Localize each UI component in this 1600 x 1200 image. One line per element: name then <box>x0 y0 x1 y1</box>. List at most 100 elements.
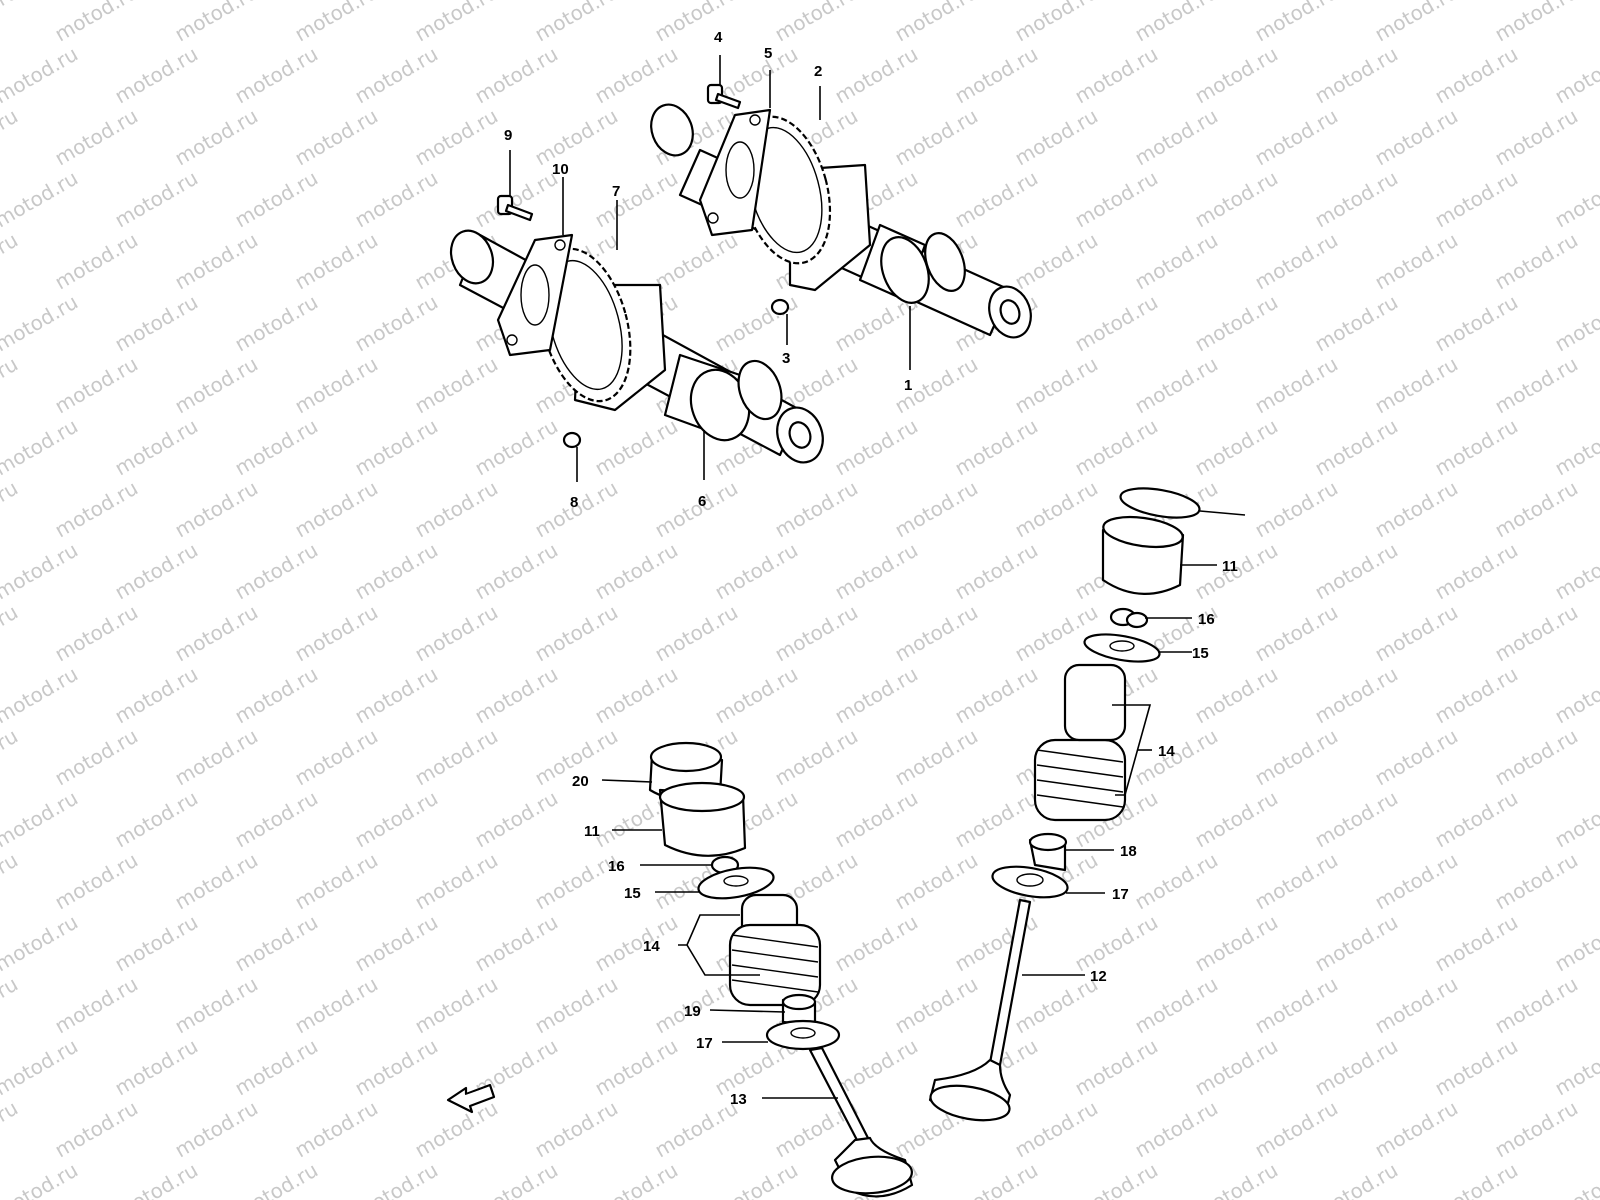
watermark-text: motod.ru <box>171 476 262 543</box>
watermark-text: motod.ru <box>231 42 322 109</box>
watermark-text: motod.ru <box>891 972 982 1039</box>
watermark-text: motod.ru <box>1191 786 1282 853</box>
label-8: 8 <box>570 494 578 511</box>
watermark-text: motod.ru <box>711 290 802 357</box>
watermark-text: motod.ru <box>591 662 682 729</box>
watermark-text: motod.ru <box>471 42 562 109</box>
watermark-text: motod.ru <box>1251 476 1342 543</box>
watermark-text: motod.ru <box>651 0 742 46</box>
watermark-text: motod.ru <box>831 42 922 109</box>
watermark-text: motod.ru <box>231 1034 322 1101</box>
spring-outer-left <box>728 923 822 1007</box>
watermark-text: motod.ru <box>351 910 442 977</box>
label-13: 13 <box>730 1091 747 1108</box>
watermark-text: motod.ru <box>111 662 202 729</box>
watermark-text: motod.ru <box>1431 538 1522 605</box>
watermark-text: motod.ru <box>111 910 202 977</box>
label-19: 19 <box>684 1003 701 1020</box>
watermark-text: motod.ru <box>1311 1158 1402 1200</box>
pin-3 <box>770 298 790 316</box>
watermark-text: motod.ru <box>0 538 82 605</box>
watermark-text: motod.ru <box>1131 104 1222 171</box>
label-11-right: 11 <box>1222 558 1238 575</box>
watermark-text: motod.ru <box>351 166 442 233</box>
watermark-text: motod.ru <box>1011 1096 1102 1163</box>
watermark-text: motod.ru <box>1311 662 1402 729</box>
watermark-text: motod.ru <box>171 848 262 915</box>
camshaft-exhaust <box>650 103 1032 339</box>
watermark-text: motod.ru <box>171 972 262 1039</box>
watermark-text: motod.ru <box>111 290 202 357</box>
front-arrow-icon <box>446 1083 496 1114</box>
watermark-text: motod.ru <box>0 1096 22 1163</box>
watermark-text: motod.ru <box>0 290 82 357</box>
watermark-text: motod.ru <box>891 724 982 791</box>
watermark-text: motod.ru <box>1191 166 1282 233</box>
watermark-text: motod.ru <box>531 104 622 171</box>
watermark-text: motod.ru <box>1371 848 1462 915</box>
watermark-text: motod.ru <box>591 166 682 233</box>
watermark-text: motod.ru <box>711 538 802 605</box>
watermark-text: motod.ru <box>1551 1034 1600 1101</box>
watermark-text: motod.ru <box>1551 414 1600 481</box>
watermark-text: motod.ru <box>0 352 22 419</box>
watermark-text: motod.ru <box>111 414 202 481</box>
watermark-text: motod.ru <box>1131 1096 1222 1163</box>
watermark-text: motod.ru <box>1431 910 1522 977</box>
watermark-text: motod.ru <box>51 848 142 915</box>
watermark-text: motod.ru <box>1071 166 1162 233</box>
watermark-text: motod.ru <box>0 1034 82 1101</box>
watermark-text: motod.ru <box>1191 42 1282 109</box>
watermark-text: motod.ru <box>1371 476 1462 543</box>
watermark-text: motod.ru <box>51 352 142 419</box>
watermark-text: motod.ru <box>291 104 382 171</box>
valve-assembly-right <box>928 487 1201 1122</box>
watermark-text: motod.ru <box>171 228 262 295</box>
label-3: 3 <box>782 350 790 367</box>
watermark-text: motod.ru <box>1491 972 1582 1039</box>
watermark-text: motod.ru <box>0 600 22 667</box>
bolt-4 <box>706 83 742 110</box>
label-11-left: 11 <box>584 823 600 840</box>
watermark-text: motod.ru <box>951 414 1042 481</box>
watermark-text: motod.ru <box>1551 42 1600 109</box>
watermark-text: motod.ru <box>1071 290 1162 357</box>
watermark-text: motod.ru <box>1071 1158 1162 1200</box>
watermark-text: motod.ru <box>1071 42 1162 109</box>
watermark-text: motod.ru <box>771 476 862 543</box>
watermark-text: motod.ru <box>351 414 442 481</box>
watermark-text: motod.ru <box>951 1158 1042 1200</box>
watermark-text: motod.ru <box>111 1034 202 1101</box>
watermark-text: motod.ru <box>51 724 142 791</box>
watermark-text: motod.ru <box>471 166 562 233</box>
label-16-left: 16 <box>608 858 625 875</box>
watermark-text: motod.ru <box>471 910 562 977</box>
watermark-text: motod.ru <box>411 1096 502 1163</box>
watermark-text: motod.ru <box>651 1096 742 1163</box>
watermark-text: motod.ru <box>891 600 982 667</box>
watermark-text: motod.ru <box>471 1158 562 1200</box>
watermark-text: motod.ru <box>1431 290 1522 357</box>
watermark-text: motod.ru <box>1131 724 1222 791</box>
watermark-text: motod.ru <box>1191 1158 1282 1200</box>
watermark-text: motod.ru <box>411 724 502 791</box>
label-14-right: 14 <box>1158 743 1175 760</box>
watermark-text: motod.ru <box>1491 724 1582 791</box>
watermark-text: motod.ru <box>531 1096 622 1163</box>
label-20: 20 <box>572 773 589 790</box>
label-2: 2 <box>814 63 822 80</box>
watermark-text: motod.ru <box>951 538 1042 605</box>
watermark-text: motod.ru <box>1011 600 1102 667</box>
watermark-text: motod.ru <box>0 42 82 109</box>
watermark-text: motod.ru <box>291 972 382 1039</box>
watermark-text: motod.ru <box>0 166 82 233</box>
watermark-text: motod.ru <box>1371 724 1462 791</box>
pin-8 <box>562 431 582 449</box>
watermark-text: motod.ru <box>291 724 382 791</box>
watermark-text: motod.ru <box>351 1158 442 1200</box>
watermark-text: motod.ru <box>411 972 502 1039</box>
watermark-text: motod.ru <box>171 104 262 171</box>
label-6: 6 <box>698 493 706 510</box>
watermark-text: motod.ru <box>291 1096 382 1163</box>
watermark-text: motod.ru <box>0 972 22 1039</box>
